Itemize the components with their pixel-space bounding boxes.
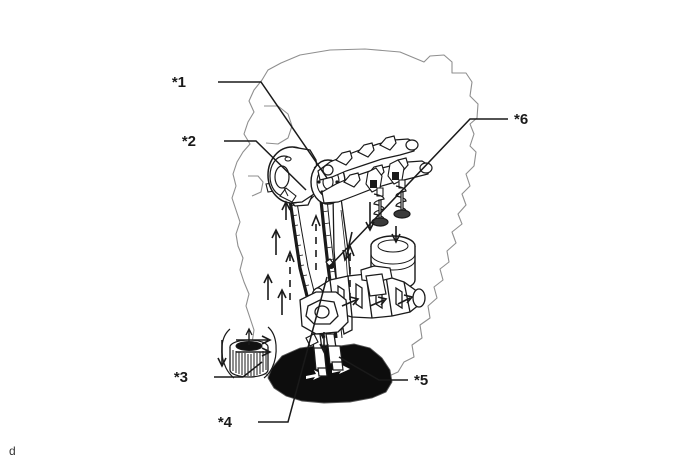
leader-line-5 — [338, 356, 408, 381]
callout-label-4: *4 — [218, 414, 233, 431]
leader-line-1 — [218, 81, 328, 179]
leader-line-4 — [258, 276, 328, 423]
callout-label-2: *2 — [182, 133, 196, 150]
oil-filter — [221, 326, 277, 379]
leader-line-3 — [214, 361, 263, 378]
callout-labels: *1 *2 *6 *3 *4 *5 — [172, 74, 528, 431]
callout-label-6: *6 — [514, 111, 528, 128]
callout-label-1: *1 — [172, 74, 186, 91]
leader-line-6 — [330, 118, 508, 266]
callout-label-3: *3 — [174, 369, 188, 386]
intake-camshaft — [317, 135, 419, 181]
callout-label-5: *5 — [414, 372, 428, 389]
callout-leader-lines — [214, 81, 508, 423]
camshaft-timing-sprocket — [267, 146, 319, 204]
corner-mark: d — [9, 444, 16, 458]
valve-assembly — [365, 159, 411, 227]
leader-line-2 — [224, 140, 307, 191]
